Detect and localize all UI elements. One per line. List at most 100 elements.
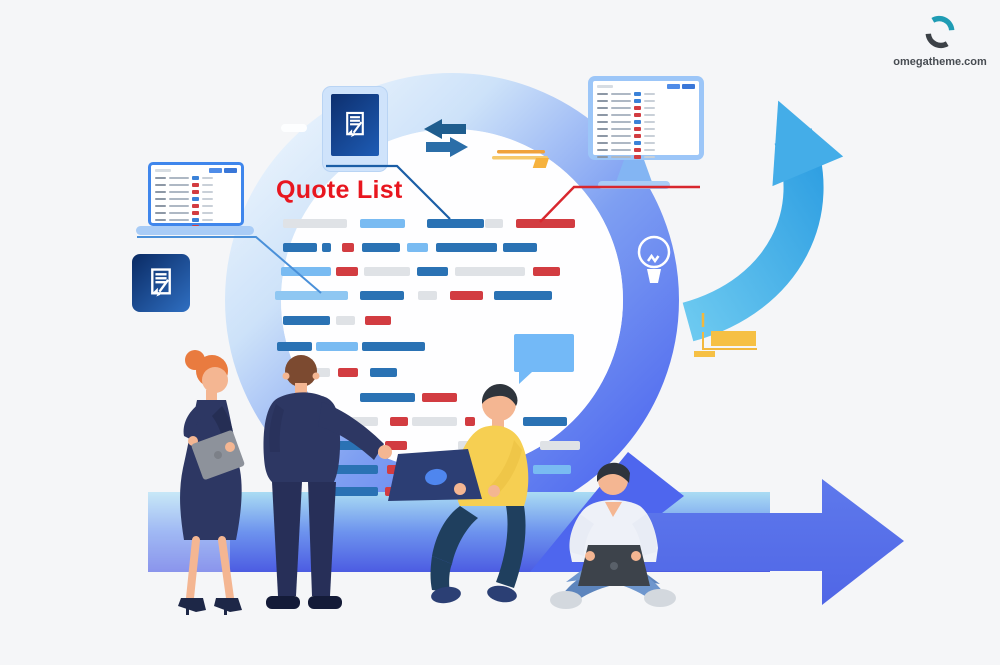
mini-table-row xyxy=(155,197,237,201)
quote-bar xyxy=(455,267,525,276)
mini-table-row xyxy=(155,176,237,180)
quote-bar xyxy=(330,441,378,450)
mini-table-row xyxy=(155,218,237,222)
arm xyxy=(269,404,284,452)
mini-status-badge xyxy=(634,99,641,103)
hand xyxy=(378,445,392,459)
quote-bar xyxy=(412,417,457,426)
ring-bottom-band xyxy=(530,452,684,572)
mini-text-line xyxy=(597,100,608,102)
laptop-base xyxy=(136,226,254,235)
mini-table-row xyxy=(597,99,695,103)
mini-text-line xyxy=(597,156,608,158)
mini-table-row xyxy=(597,127,695,131)
mini-text-line xyxy=(155,212,166,214)
mini-text-line xyxy=(611,135,631,137)
quote-bar xyxy=(540,441,580,450)
big-right-arrow xyxy=(618,479,904,605)
hair-bun xyxy=(185,350,205,370)
mini-text-line xyxy=(611,100,631,102)
mini-table-row xyxy=(597,155,695,159)
mini-text-line xyxy=(155,219,166,221)
quote-bar xyxy=(385,487,399,496)
hair xyxy=(482,384,518,406)
mini-table-row xyxy=(597,141,695,145)
mini-text-line xyxy=(597,135,608,137)
mini-button xyxy=(667,84,680,89)
quote-bar xyxy=(450,291,483,300)
callout-line-monitor xyxy=(539,185,700,223)
shoe xyxy=(550,591,582,609)
document-edit-icon xyxy=(132,254,190,312)
speech-bubble-icon xyxy=(514,334,574,384)
hand xyxy=(225,442,235,452)
decor-white-pill xyxy=(281,124,307,132)
quote-bar xyxy=(322,243,331,252)
yellow-decor-right xyxy=(694,313,757,357)
quote-bar xyxy=(458,441,498,450)
quote-bar xyxy=(503,243,537,252)
leg xyxy=(186,536,200,602)
logo: omegatheme.com xyxy=(878,14,1000,68)
hand xyxy=(488,485,500,497)
mini-button xyxy=(682,84,695,89)
shoe xyxy=(178,598,206,612)
yellow-decor-top xyxy=(492,150,549,168)
laptop-screen xyxy=(148,162,244,229)
quote-bar xyxy=(360,219,405,228)
document-edit-icon xyxy=(331,94,379,156)
mini-text-line xyxy=(202,184,213,186)
quote-bar xyxy=(387,465,401,474)
leg xyxy=(218,536,234,602)
mini-text-line xyxy=(644,156,655,158)
quote-bar xyxy=(427,219,484,228)
heel xyxy=(224,606,227,615)
laptop-lid xyxy=(578,545,650,586)
mini-status-badge xyxy=(192,176,199,180)
mini-table-row xyxy=(597,134,695,138)
mini-button xyxy=(224,168,237,173)
monitor xyxy=(588,76,704,192)
mini-text-line xyxy=(611,149,631,151)
mini-text-line xyxy=(202,177,213,179)
person-man-suit xyxy=(263,355,392,609)
shoe xyxy=(431,586,461,604)
quote-bar xyxy=(362,243,400,252)
quote-bar xyxy=(345,417,378,426)
mini-text-line xyxy=(169,219,189,221)
mini-status-badge xyxy=(192,204,199,208)
person-man-crosslegged xyxy=(550,462,676,609)
quote-bar xyxy=(418,291,437,300)
curved-refresh-arrow xyxy=(682,100,844,342)
quote-bar xyxy=(365,316,391,325)
mini-text-line xyxy=(202,205,213,207)
leg xyxy=(496,506,526,588)
quote-bar xyxy=(362,342,425,351)
shoe xyxy=(644,589,676,607)
mini-text-line xyxy=(644,149,655,151)
mini-status-badge xyxy=(192,190,199,194)
hand xyxy=(188,436,198,446)
mini-text-line xyxy=(611,142,631,144)
quote-bar xyxy=(275,291,348,300)
mini-status-badge xyxy=(634,113,641,117)
neck xyxy=(206,390,217,402)
arm xyxy=(569,514,594,556)
laptop-table-rows xyxy=(155,176,237,229)
heel xyxy=(186,606,189,615)
tablet-icon xyxy=(322,86,388,172)
floor-platform-highlight xyxy=(148,492,230,572)
quote-bar xyxy=(310,368,330,377)
suit-torso xyxy=(263,392,341,482)
person-man-laptop-yellow xyxy=(388,384,529,604)
mini-table-row xyxy=(155,211,237,215)
quote-bar xyxy=(283,219,347,228)
mini-text-line xyxy=(155,191,166,193)
quote-bar xyxy=(316,342,358,351)
tablet-device xyxy=(191,430,245,480)
leg xyxy=(308,482,336,596)
mini-text-line xyxy=(597,149,608,151)
mini-text-line xyxy=(155,198,166,200)
mini-text-line xyxy=(597,142,608,144)
monitor-base xyxy=(598,181,670,189)
